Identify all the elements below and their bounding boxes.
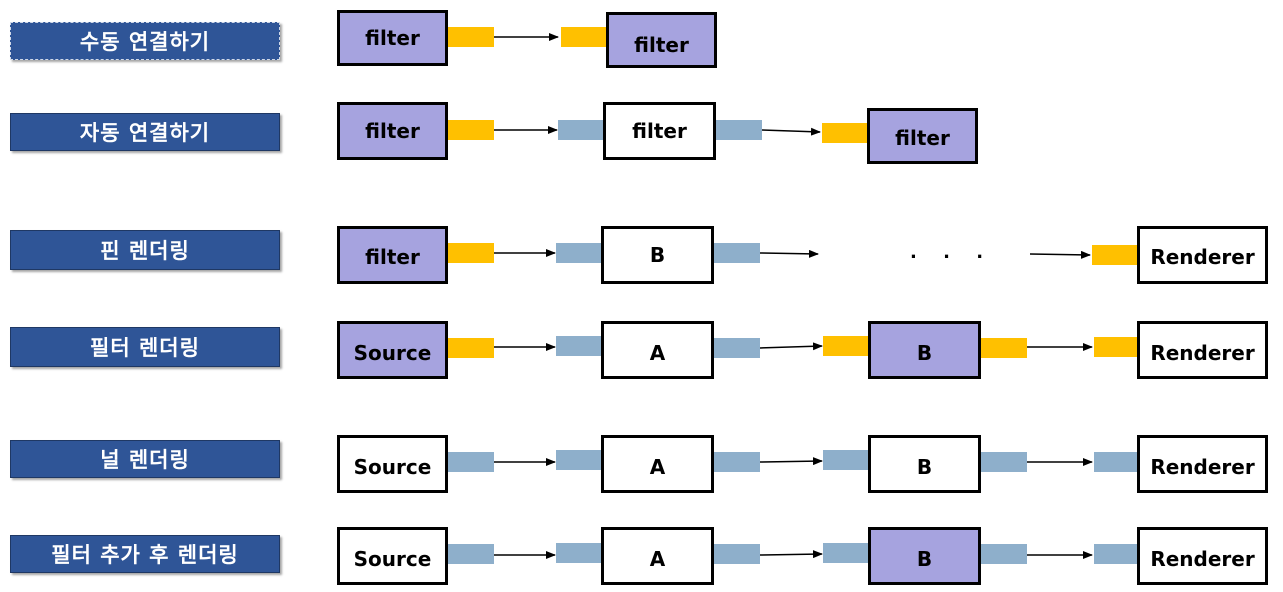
arrow xyxy=(1029,250,1091,259)
input-pin xyxy=(1094,452,1137,472)
input-pin xyxy=(823,336,868,356)
input-pin xyxy=(1094,337,1137,357)
output-pin xyxy=(448,27,494,47)
node-filter: filter xyxy=(603,102,716,160)
ellipsis: . . . xyxy=(910,242,994,263)
arrow xyxy=(759,249,819,258)
node-b: B xyxy=(601,226,714,284)
node-a: A xyxy=(601,435,714,493)
input-pin xyxy=(556,243,601,263)
output-pin xyxy=(714,243,760,263)
arrow xyxy=(759,342,823,351)
input-pin xyxy=(822,123,867,143)
arrow xyxy=(759,550,823,559)
input-pin xyxy=(1092,245,1137,265)
output-pin xyxy=(981,452,1027,472)
arrow xyxy=(761,127,821,136)
node-renderer: Renderer xyxy=(1137,226,1268,284)
row-label-add-filter-render: 필터 추가 후 렌더링 xyxy=(10,535,280,573)
node-a: A xyxy=(601,527,714,585)
node-renderer: Renderer xyxy=(1137,321,1268,379)
node-b: B xyxy=(868,435,981,493)
output-pin xyxy=(981,338,1027,358)
node-filter: filter xyxy=(337,102,448,160)
row-label-manual-connect: 수동 연결하기 xyxy=(10,22,280,60)
input-pin xyxy=(823,450,868,470)
output-pin xyxy=(714,338,760,358)
output-pin xyxy=(716,120,762,140)
row-label-filter-render: 필터 렌더링 xyxy=(10,327,280,367)
input-pin xyxy=(561,27,606,47)
node-renderer: Renderer xyxy=(1137,527,1268,585)
row-label-pin-render: 핀 렌더링 xyxy=(10,230,280,270)
node-a: A xyxy=(601,321,714,379)
node-renderer: Renderer xyxy=(1137,435,1268,493)
row-label-auto-connect: 자동 연결하기 xyxy=(10,113,280,151)
node-b: B xyxy=(868,527,981,585)
output-pin xyxy=(448,243,494,263)
input-pin xyxy=(556,543,601,563)
input-pin xyxy=(556,450,601,470)
input-pin xyxy=(556,336,601,356)
output-pin xyxy=(981,544,1027,564)
output-pin xyxy=(714,544,760,564)
node-filter: filter xyxy=(337,226,448,284)
node-filter: filter xyxy=(337,10,448,66)
node-source: Source xyxy=(337,435,448,493)
arrow xyxy=(759,457,823,466)
row-label-null-render: 널 렌더링 xyxy=(10,440,280,478)
node-b: B xyxy=(868,321,981,379)
input-pin xyxy=(1094,544,1137,564)
node-source: Source xyxy=(337,321,448,379)
node-filter: filter xyxy=(867,108,978,164)
node-filter: filter xyxy=(606,12,717,68)
output-pin xyxy=(448,120,494,140)
output-pin xyxy=(448,452,494,472)
output-pin xyxy=(448,338,494,358)
input-pin xyxy=(558,120,603,140)
input-pin xyxy=(823,543,868,563)
node-source: Source xyxy=(337,527,448,585)
output-pin xyxy=(714,452,760,472)
output-pin xyxy=(448,544,494,564)
